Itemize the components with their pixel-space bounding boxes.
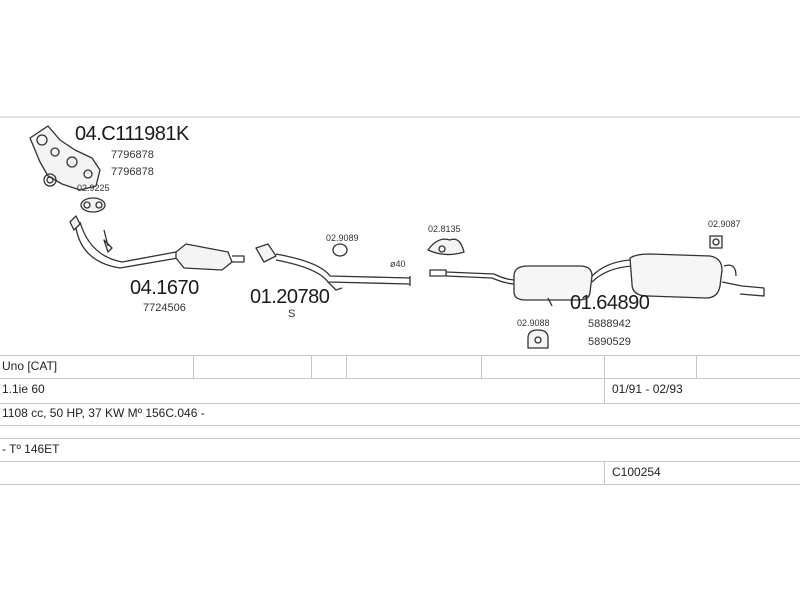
rear-silencer-drawing	[429, 253, 765, 307]
rear-silencer-oem-2: 5890529	[588, 336, 631, 348]
engine-cell: 1.1ie 60	[2, 382, 45, 396]
rear-silencer-part-number: 01.64890	[570, 292, 650, 314]
manifold-oem-2: 7796878	[111, 166, 154, 178]
hanger-mid-part-number: 02.8135	[428, 224, 461, 234]
catalyst-oem: 7724506	[143, 302, 186, 314]
manifold-part-number: 04.C111981K	[75, 123, 189, 145]
type-cell: - Tº 146ET	[2, 442, 60, 456]
manifold-drawing	[29, 125, 101, 191]
rear-silencer-oem-1: 5888942	[588, 318, 631, 330]
code-cell: C100254	[612, 465, 661, 479]
hanger-rear-part-number: 02.9087	[708, 219, 741, 229]
hanger-bottom-drawing	[527, 329, 549, 349]
period-cell: 01/91 - 02/93	[612, 382, 683, 396]
specs-cell: 1108 cc, 50 HP, 37 KW Mº 156C.046 -	[2, 406, 205, 420]
hanger-mid-drawing	[427, 238, 465, 256]
hanger-bottom-part-number: 02.9088	[517, 318, 550, 328]
exhaust-system-diagram: 04.C111981K 7796878 7796878 02.9225 04.1…	[0, 116, 800, 349]
ring-part-number: 02.9089	[326, 233, 359, 243]
front-pipe-drawing	[255, 243, 411, 291]
front-pipe-part-number: 01.20780	[250, 286, 330, 308]
ring-drawing	[332, 243, 348, 257]
hanger-rear-drawing	[709, 235, 723, 249]
catalyst-drawing	[69, 215, 245, 271]
front-pipe-suffix: S	[288, 308, 296, 320]
catalyst-part-number: 04.1670	[130, 277, 199, 299]
gasket-part-number: 02.9225	[77, 183, 110, 193]
exhaust-drawing	[0, 116, 800, 349]
manifold-oem-1: 7796878	[111, 149, 154, 161]
gasket-drawing	[80, 197, 106, 213]
pipe-diameter: ø40	[390, 259, 406, 269]
model-cell: Uno [CAT]	[2, 359, 58, 373]
